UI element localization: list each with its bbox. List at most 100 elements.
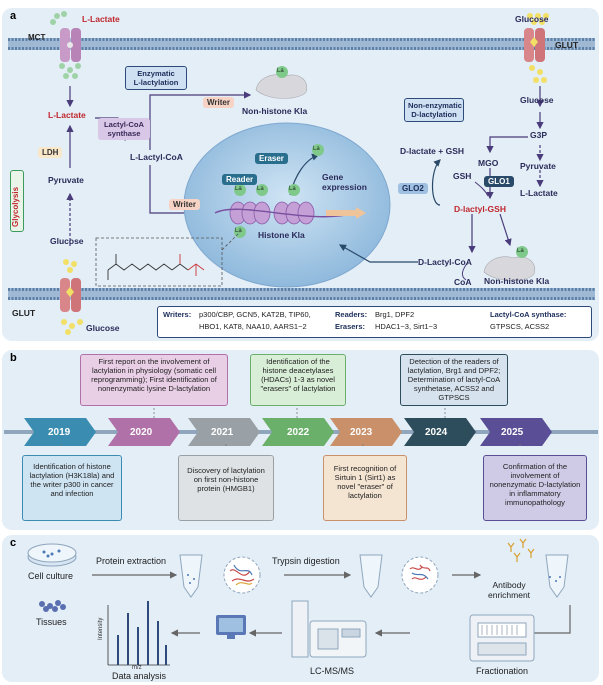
membrane-top <box>8 38 595 50</box>
d-lactyl-coa-label: D-Lactyl-CoA <box>418 257 472 267</box>
timeline-chevron-2024 <box>404 418 476 446</box>
gene-expression-label: Gene expression <box>322 172 367 192</box>
glut-left <box>60 278 81 312</box>
fractionation-label: Fractionation <box>476 666 529 676</box>
l-lactate-top-label: L-Lactate <box>82 14 120 24</box>
year-2020: 2020 <box>130 427 153 438</box>
trypsin-digestion-label: Trypsin digestion <box>272 556 340 566</box>
glucose-right-label: Glucose <box>515 14 549 24</box>
non-histone-kla-right-label: Non-histone Kla <box>484 276 550 286</box>
pyruvate-left-label: Pyruvate <box>48 175 84 185</box>
tissues-label: Tissues <box>36 617 67 627</box>
membrane-bottom <box>8 288 595 300</box>
pyruvate-right-label: Pyruvate <box>520 161 556 171</box>
eraser-tag: Eraser <box>255 153 288 164</box>
non-histone-protein-top <box>255 74 308 99</box>
la-badge-2: La <box>257 186 264 192</box>
timeline-box-2021: Discovery of lactylation on first non-hi… <box>178 455 274 521</box>
panel-c-graphics <box>27 538 571 666</box>
timeline-box-2022: Identification of the histone deacetylas… <box>250 354 346 406</box>
la-badge-3: La <box>289 186 296 192</box>
non-histone-kla-top-label: Non-histone Kla <box>242 106 308 116</box>
year-2024: 2024 <box>425 427 448 438</box>
readers-legend-value: Brg1, DPF2 <box>375 310 415 319</box>
erasers-legend-label: Erasers: <box>335 322 366 331</box>
timeline-chevron-2021 <box>188 418 260 446</box>
writer-mid-tag: Writer <box>169 199 200 210</box>
timeline-box-2025: Confirmation of the involvement of nonen… <box>483 455 587 521</box>
lactyl-lysine-structure <box>107 254 205 280</box>
glo2-tag: GLO2 <box>398 183 428 194</box>
data-analysis-label: Data analysis <box>112 671 167 681</box>
year-2023: 2023 <box>350 427 373 438</box>
year-2019: 2019 <box>48 427 71 438</box>
timeline-box-2023: First recognition of Sirtuin 1 (Sirt1) a… <box>323 455 407 521</box>
la-badge-eraser: La <box>313 146 320 152</box>
g3p-label: G3P <box>530 130 548 140</box>
histone-kla-label: Histone Kla <box>258 230 305 240</box>
gsh-label: GSH <box>453 171 472 181</box>
glucose-bottom-label: Glucose <box>86 323 120 333</box>
timeline-chevron-2023 <box>330 418 402 446</box>
non-histone-protein-right <box>483 256 536 281</box>
l-lactyl-coa-label: L-Lactyl-CoA <box>130 152 183 162</box>
timeline-chevron-2019 <box>24 418 96 446</box>
timeline-box-2024: Detection of the readers of lactylation,… <box>400 354 508 406</box>
glycolysis-tag: Glycolysis <box>10 170 24 232</box>
timeline-chevron-2020 <box>108 418 180 446</box>
ldh-tag: LDH <box>38 147 63 158</box>
timeline-box-2020: First report on the involvement of lacty… <box>80 354 228 406</box>
glucose-right-mid-label: Glucose <box>520 95 554 105</box>
glut-right-label: GLUT <box>555 40 579 50</box>
la-badge-right: La <box>517 248 524 254</box>
l-lactate-mid-label: L-Lactate <box>48 110 86 120</box>
mz-axis-label: m/z <box>132 665 142 671</box>
panel-c-label: c <box>10 537 17 549</box>
coa-label: CoA <box>454 277 472 287</box>
synthase-legend-label: Lactyl-CoA synthase: <box>490 310 567 319</box>
writers-legend-line2: HBO1, KAT8, NAA10, AARS1~2 <box>199 322 307 331</box>
la-badge-top: La <box>277 68 284 74</box>
writers-legend-label: Writers: <box>163 310 192 319</box>
enzymatic-title-box: Enzymatic L-lactylation <box>125 66 187 90</box>
cell-culture-label: Cell culture <box>28 571 74 581</box>
mct-transporter <box>60 28 81 62</box>
writer-top-tag: Writer <box>203 97 234 108</box>
glycolysis-label: Glycolysis <box>11 186 20 227</box>
writers-legend-line1: p300/CBP, GCN5, KAT2B, TIP60, <box>199 310 311 319</box>
la-badge-1: La <box>235 186 242 192</box>
timeline-arrows <box>4 408 598 448</box>
year-2022: 2022 <box>287 427 310 438</box>
timeline-chevron-2022 <box>262 418 334 446</box>
reader-tag: Reader <box>222 174 258 185</box>
d-lactate-gsh-label: D-lactate + GSH <box>400 146 465 156</box>
lysine-structure-box <box>95 237 223 287</box>
antibody-enrichment-label: Antibody enrichment <box>488 580 531 600</box>
glo1-tag: GLO1 <box>484 176 514 187</box>
timeline-box-2019: Identification of histone lactylation (H… <box>22 455 122 521</box>
mct-label: MCT <box>28 33 46 42</box>
intensity-axis-label: Intensity <box>98 617 104 640</box>
year-2025: 2025 <box>501 427 524 438</box>
erasers-legend-value: HDAC1~3, Sirt1~3 <box>375 322 438 331</box>
mgo-label: MGO <box>478 158 499 168</box>
glut-left-label: GLUT <box>12 308 36 318</box>
panel-a-label: a <box>10 10 17 22</box>
protein-extraction-label: Protein extraction <box>96 556 167 566</box>
glucose-left-label: Glucose <box>50 236 84 246</box>
panel-b-label: b <box>10 352 17 364</box>
l-lactate-right-label: L-Lactate <box>520 188 558 198</box>
enzyme-legend <box>157 306 592 338</box>
nonenzymatic-title-box: Non-enzymatic D-lactylation <box>404 98 464 122</box>
synthase-legend-value: GTPSCS, ACSS2 <box>490 322 550 331</box>
timeline-chevron-2025 <box>480 418 552 446</box>
lc-ms-ms-label: LC-MS/MS <box>310 666 355 676</box>
year-2021: 2021 <box>211 427 234 438</box>
la-badge-4: La <box>235 228 242 234</box>
glut-right <box>524 28 545 62</box>
intensity-axis-container: Intensity <box>98 610 108 650</box>
d-lactyl-gsh-label: D-lactyl-GSH <box>454 204 506 214</box>
lactyl-coa-synthase-box: Lactyl-CoA synthase <box>98 118 150 140</box>
readers-legend-label: Readers: <box>335 310 368 319</box>
panel-a-graphics <box>50 11 549 335</box>
